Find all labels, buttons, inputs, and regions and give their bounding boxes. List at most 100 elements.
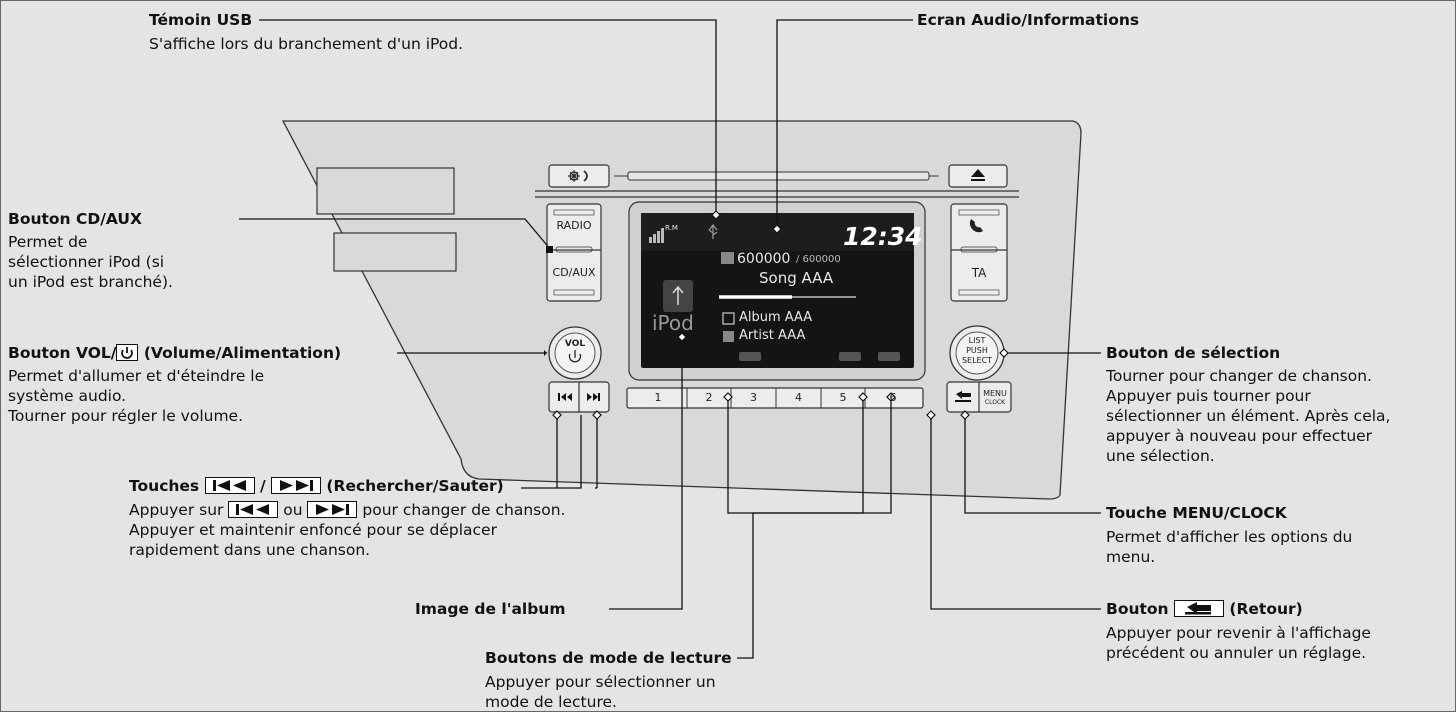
back-callout: Bouton (Retour) Appuyer pour revenir à l…: [1106, 599, 1371, 663]
skip-title-sep: /: [254, 477, 272, 495]
artist-name: Artist AAA: [739, 328, 806, 343]
skip-desc-1: Appuyer sur ou pour changer de chanson.: [129, 500, 565, 520]
preset-button-4[interactable]: 4: [795, 391, 802, 404]
usb-indicator-desc: S'affiche lors du branchement d'un iPod.: [149, 35, 464, 53]
skip-title-a: Touches: [129, 477, 205, 495]
back-title-a: Bouton: [1106, 600, 1174, 618]
back-arrow-icon: [1174, 600, 1224, 617]
vol-title: Bouton VOL/ (Volume/Alimentation): [8, 343, 341, 363]
skip-forward-icon: [271, 477, 322, 494]
cdaux-desc-2: sélectionner iPod (si: [8, 253, 165, 271]
skip-back-icon: [204, 477, 255, 494]
vol-desc-3: Tourner pour régler le volume.: [8, 407, 244, 425]
eject-icon: [971, 169, 985, 181]
track-number: 600000: [737, 251, 791, 267]
select-desc-5: une sélection.: [1106, 447, 1215, 465]
screen-callout: Ecran Audio/Informations: [917, 10, 1139, 30]
artist-icon: [723, 331, 734, 342]
mode-desc-2: mode de lecture.: [485, 693, 617, 711]
preset-button-2[interactable]: 2: [705, 391, 713, 404]
select-callout: Bouton de sélection Tourner pour changer…: [1106, 343, 1390, 466]
preset-button-5[interactable]: 5: [839, 391, 847, 404]
select-desc-4: appuyer à nouveau pour effectuer: [1106, 427, 1373, 445]
track-total: / 600000: [796, 254, 841, 265]
vol-desc-2: système audio.: [8, 387, 127, 405]
menu-callout: Touche MENU/CLOCK Permet d'afficher les …: [1106, 503, 1352, 567]
cdaux-callout: Bouton CD/AUX Permet de sélectionner iPo…: [8, 209, 173, 292]
select-desc-3: sélectionner un élément. Après cela,: [1106, 407, 1391, 425]
screen-title: Ecran Audio/Informations: [917, 11, 1140, 29]
back-arrow-icon: [955, 391, 971, 402]
select-label-select: SELECT: [961, 356, 993, 365]
mode-callout: Boutons de mode de lecture Appuyer pour …: [485, 648, 732, 711]
power-icon: [568, 350, 582, 363]
ipod-logo: iPod: [652, 311, 694, 335]
skip-title: Touches / (Rechercher/Sauter): [129, 476, 565, 496]
back-title: Bouton (Retour): [1106, 599, 1371, 619]
cd-aux-button[interactable]: CD/AUX: [552, 266, 596, 279]
vent-lower: [333, 232, 457, 272]
menu-title: Touche MENU/CLOCK: [1106, 504, 1287, 522]
cdaux-desc-1: Permet de: [8, 233, 88, 251]
skip-desc-2: Appuyer et maintenir enfoncé pour se dép…: [129, 521, 497, 539]
shuffle-icon: [839, 352, 861, 361]
song-title: Song AAA: [759, 269, 834, 287]
back-title-b: (Retour): [1224, 600, 1303, 618]
preset-button-6[interactable]: 6: [889, 391, 897, 404]
mode-title: Boutons de mode de lecture: [485, 649, 732, 667]
menu-label: MENU: [983, 389, 1007, 398]
vol-title-a: Bouton VOL/: [8, 344, 117, 362]
usb-indicator-title: Témoin USB: [149, 11, 253, 29]
scan-icon: [878, 352, 900, 361]
vol-callout: Bouton VOL/ (Volume/Alimentation) Permet…: [8, 343, 341, 426]
clock-label: CLOCK: [984, 399, 1006, 406]
skip-title-b: (Rechercher/Sauter): [321, 477, 504, 495]
album-art-title: Image de l'album: [415, 600, 566, 618]
usb-indicator-callout: Témoin USB S'affiche lors du branchement…: [149, 10, 463, 54]
select-label-list: LIST: [968, 336, 986, 345]
skip-forward-icon: [307, 501, 358, 518]
vent-upper: [316, 167, 455, 215]
radio-button[interactable]: RADIO: [556, 219, 592, 232]
menu-desc-2: menu.: [1106, 548, 1156, 566]
skip-desc-3: rapidement dans une chanson.: [129, 541, 371, 559]
select-desc-1: Tourner pour changer de chanson.: [1106, 367, 1372, 385]
select-label: LIST PUSH SELECT: [957, 336, 997, 366]
clock-display: 12:34: [843, 222, 923, 251]
repeat-icon: [739, 352, 761, 361]
vol-label: VOL: [564, 339, 586, 349]
select-desc-2: Appuyer puis tourner pour: [1106, 387, 1311, 405]
album-art-callout: Image de l'album: [415, 599, 566, 619]
skip-desc-1a: Appuyer sur: [129, 501, 229, 519]
cdaux-title: Bouton CD/AUX: [8, 210, 142, 228]
preset-button-1[interactable]: 1: [654, 391, 662, 404]
cd-slot: [627, 171, 930, 181]
preset-button-3[interactable]: 3: [750, 391, 757, 404]
vol-desc-1: Permet d'allumer et d'éteindre le: [8, 367, 265, 385]
skip-back-icon: [558, 393, 572, 401]
audio-screen: [641, 213, 914, 368]
band-label: R.M: [665, 224, 678, 232]
album-icon: [722, 312, 735, 325]
menu-clock-button[interactable]: MENU CLOCK: [980, 389, 1010, 407]
album-name: Album AAA: [739, 310, 813, 325]
skip-forward-icon: [587, 393, 600, 401]
track-icon: [721, 252, 734, 264]
ta-button[interactable]: TA: [971, 266, 987, 280]
cdaux-desc-3: un iPod est branché).: [8, 273, 173, 291]
skip-desc-or: ou: [278, 501, 308, 519]
skip-desc-1b: pour changer de chanson.: [357, 501, 566, 519]
back-desc-1: Appuyer pour revenir à l'affichage: [1106, 624, 1371, 642]
select-label-push: PUSH: [966, 346, 988, 355]
signal-icon: [649, 228, 664, 243]
phone-icon: [969, 219, 983, 233]
mode-desc-1: Appuyer pour sélectionner un: [485, 673, 716, 691]
power-icon: [116, 344, 139, 361]
back-desc-2: précédent ou annuler un réglage.: [1106, 644, 1367, 662]
skip-callout: Touches / (Rechercher/Sauter) Appuyer su…: [129, 476, 565, 560]
preset-strip: [626, 387, 924, 409]
menu-desc-1: Permet d'afficher les options du: [1106, 528, 1353, 546]
select-title: Bouton de sélection: [1106, 344, 1281, 362]
